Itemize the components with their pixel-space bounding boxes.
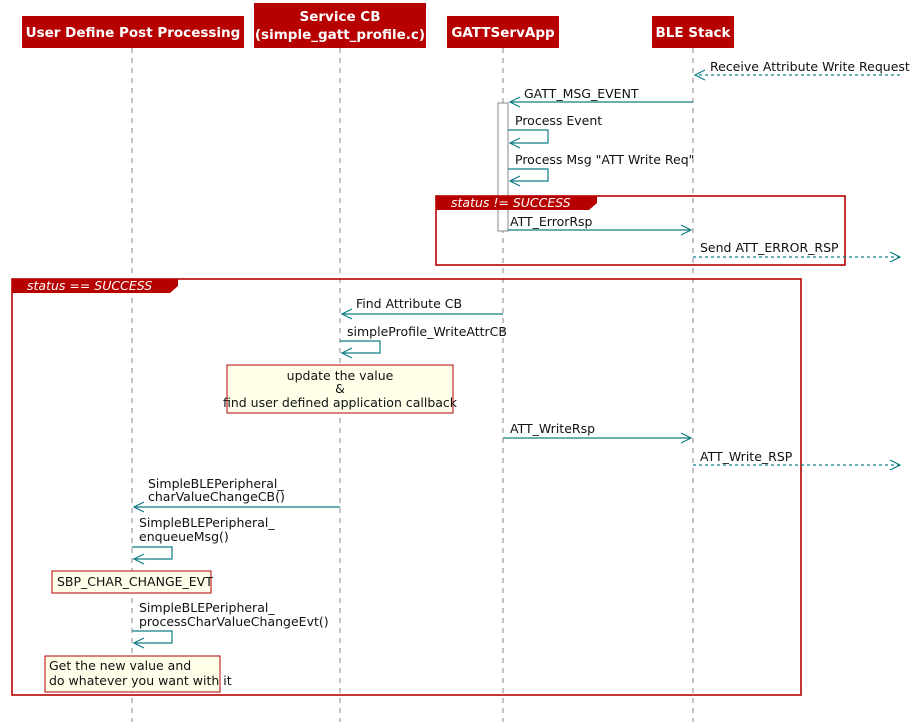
note-line: Get the new value and <box>49 658 191 673</box>
message-label: Receive Attribute Write Request <box>710 59 910 74</box>
participant-service-cb-label-1: Service CB <box>299 9 380 25</box>
message-label: GATT_MSG_EVENT <box>524 86 639 101</box>
activation-gatt-serv-app <box>497 102 509 232</box>
note-update-value: update the value & find user defined app… <box>223 364 458 414</box>
frame-status-success: status == SUCCESS <box>11 278 802 696</box>
message-process-event: Process Event <box>508 113 602 149</box>
message-label: Find Attribute CB <box>356 296 462 311</box>
message-send-att-error-rsp: Send ATT_ERROR_RSP <box>693 240 902 263</box>
message-label: ATT_ErrorRsp <box>510 214 593 229</box>
note-line: update the value <box>287 368 394 383</box>
message-label: enqueueMsg() <box>139 529 229 544</box>
message-process-char-value-change-evt: SimpleBLEPeripheral_ processCharValueCha… <box>132 600 329 649</box>
message-simple-profile-write-attr-cb: simpleProfile_WriteAttrCB <box>340 324 507 359</box>
message-label: charValueChangeCB() <box>148 489 285 504</box>
message-label: simpleProfile_WriteAttrCB <box>347 324 507 339</box>
message-label: SimpleBLEPeripheral_ <box>139 600 275 615</box>
message-label: Process Msg "ATT Write Req" <box>515 152 694 167</box>
frame-label: status != SUCCESS <box>451 195 571 210</box>
message-process-msg: Process Msg "ATT Write Req" <box>508 152 694 187</box>
message-label: Process Event <box>515 113 602 128</box>
note-line: find user defined application callback <box>223 395 458 410</box>
message-label: SimpleBLEPeripheral_ <box>148 476 284 491</box>
message-enqueue-msg: SimpleBLEPeripheral_ enqueueMsg() <box>132 515 275 565</box>
message-char-value-change-cb: SimpleBLEPeripheral_ charValueChangeCB() <box>132 476 340 513</box>
frame-label: status == SUCCESS <box>27 278 152 293</box>
participant-user-define-label: User Define Post Processing <box>26 25 241 41</box>
message-label: Send ATT_ERROR_RSP <box>700 240 839 255</box>
message-receive-write-request: Receive Attribute Write Request <box>693 59 910 81</box>
participant-ble-stack: BLE Stack <box>652 16 734 48</box>
message-att-write-rsp: ATT_WriteRsp <box>503 421 693 444</box>
message-label: ATT_WriteRsp <box>510 421 595 436</box>
message-att-write-rsp-out: ATT_Write_RSP <box>693 449 902 471</box>
participant-ble-stack-label: BLE Stack <box>655 25 731 41</box>
message-label: SimpleBLEPeripheral_ <box>139 515 275 530</box>
message-find-attribute-cb: Find Attribute CB <box>340 296 503 320</box>
message-gatt-msg-event: GATT_MSG_EVENT <box>508 86 693 108</box>
note-char-change-evt: SBP_CHAR_CHANGE_EVT <box>51 570 213 594</box>
message-label: processCharValueChangeEvt() <box>139 614 329 629</box>
note-line: do whatever you want with it <box>49 673 232 688</box>
note-line: SBP_CHAR_CHANGE_EVT <box>57 574 213 589</box>
participant-service-cb-label-2: (simple_gatt_profile.c) <box>255 27 425 43</box>
participant-service-cb: Service CB (simple_gatt_profile.c) <box>254 3 426 48</box>
frame-status-error: status != SUCCESS <box>435 195 846 266</box>
message-label: ATT_Write_RSP <box>700 449 793 464</box>
participant-user-define: User Define Post Processing <box>22 16 244 48</box>
note-get-new-value: Get the new value and do whatever you wa… <box>44 655 232 693</box>
note-line: & <box>335 381 345 396</box>
participant-gatt-serv-app: GATTServApp <box>447 16 559 48</box>
message-att-error-rsp: ATT_ErrorRsp <box>508 214 693 236</box>
participant-gatt-serv-app-label: GATTServApp <box>451 25 555 41</box>
